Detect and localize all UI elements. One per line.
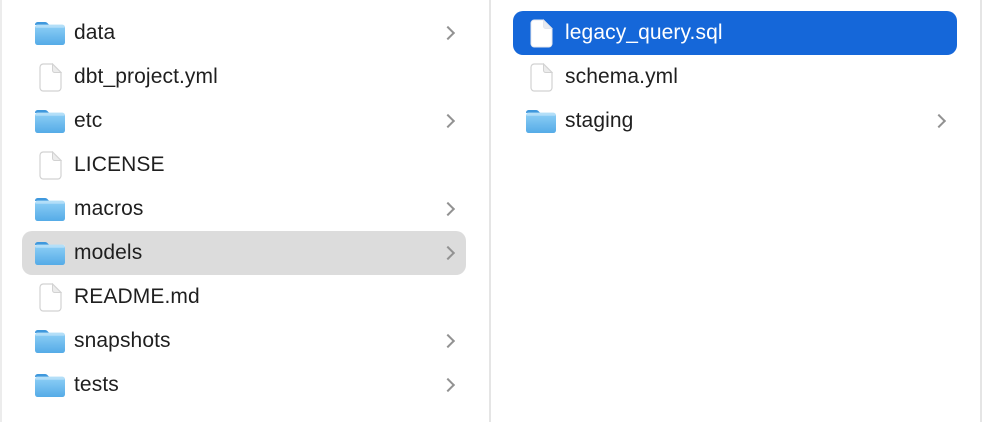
chevron-right-icon [440, 245, 456, 261]
folder-icon [34, 196, 66, 222]
file-row-models[interactable]: models [22, 231, 466, 275]
chevron-right-icon [440, 201, 456, 217]
file-row-data[interactable]: data [22, 11, 466, 55]
folder-icon [34, 20, 66, 46]
file-name: tests [74, 373, 119, 396]
file-name: snapshots [74, 329, 171, 352]
folder-icon [34, 372, 66, 398]
file-name: dbt_project.yml [74, 65, 218, 88]
chevron-right-icon [440, 377, 456, 393]
file-name: data [74, 21, 116, 44]
document-icon [525, 62, 557, 92]
folder-icon [34, 328, 66, 354]
document-icon [34, 62, 66, 92]
file-row-dbt-project-yml[interactable]: dbt_project.yml [22, 55, 466, 99]
folder-icon [34, 108, 66, 134]
document-icon [525, 18, 557, 48]
chevron-right-icon [440, 25, 456, 41]
file-name: schema.yml [565, 65, 679, 88]
file-row-license[interactable]: LICENSE [22, 143, 466, 187]
file-name: models [74, 241, 143, 264]
chevron-right-icon [931, 113, 947, 129]
file-name: macros [74, 197, 144, 220]
file-name: legacy_query.sql [565, 21, 723, 44]
file-name: staging [565, 109, 634, 132]
window-left-edge [0, 0, 2, 422]
file-name: LICENSE [74, 153, 165, 176]
column-right: legacy_query.sql schema.yml staging [491, 0, 982, 422]
file-row-snapshots[interactable]: snapshots [22, 319, 466, 363]
column-left: data dbt_project.yml etc LICENSE macros … [0, 0, 491, 422]
file-name: README.md [74, 285, 200, 308]
file-row-legacy-query-sql[interactable]: legacy_query.sql [513, 11, 957, 55]
file-name: etc [74, 109, 103, 132]
file-row-tests[interactable]: tests [22, 363, 466, 407]
document-icon [34, 282, 66, 312]
file-row-etc[interactable]: etc [22, 99, 466, 143]
chevron-right-icon [440, 113, 456, 129]
file-row-staging[interactable]: staging [513, 99, 957, 143]
file-row-macros[interactable]: macros [22, 187, 466, 231]
folder-icon [34, 240, 66, 266]
file-row-readme-md[interactable]: README.md [22, 275, 466, 319]
document-icon [34, 150, 66, 180]
file-row-schema-yml[interactable]: schema.yml [513, 55, 957, 99]
chevron-right-icon [440, 333, 456, 349]
folder-icon [525, 108, 557, 134]
